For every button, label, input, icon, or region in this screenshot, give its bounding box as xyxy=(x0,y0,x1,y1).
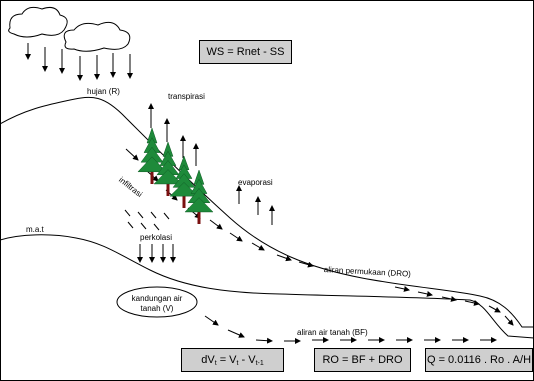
runoff-formula: RO = BF + DRO xyxy=(322,354,403,366)
pine-tree-icon xyxy=(137,127,167,184)
evaporation-arrows xyxy=(236,185,275,225)
transpiration-arrows xyxy=(148,103,199,166)
pine-tree-icon xyxy=(169,155,199,208)
transpiration-label: transpirasi xyxy=(168,92,205,101)
surface-flow-arrows xyxy=(276,254,514,326)
water-table-label: m.a.t xyxy=(26,225,44,234)
percolation-label: perkolasi xyxy=(140,233,173,242)
discharge-formula: Q = 0.0116 . Ro . A/H xyxy=(426,354,532,366)
groundwater-storage-ellipse xyxy=(116,286,198,318)
rain-label: hujan (R) xyxy=(87,87,120,96)
rain-arrows xyxy=(25,43,133,81)
pine-tree-icon xyxy=(184,169,214,224)
cloud-icon xyxy=(8,6,68,38)
cloud-icon-2 xyxy=(63,21,131,52)
evaporation-label: evaporasi xyxy=(238,178,273,187)
water-surplus-formula: WS = Rnet - SS xyxy=(206,46,285,58)
discharge-box: Q = 0.0116 . Ro . A/H xyxy=(425,348,533,372)
water-table-line xyxy=(0,234,534,339)
pine-tree-icon xyxy=(153,141,183,196)
groundwater-flow-label: aliran air tanah (BF) xyxy=(297,328,368,337)
groundwater-flow-arrows xyxy=(204,315,497,344)
percolation-dashes xyxy=(124,209,170,231)
water-surplus-box: WS = Rnet - SS xyxy=(199,40,292,64)
runoff-box: RO = BF + DRO xyxy=(314,348,411,372)
ground-surface xyxy=(0,96,534,328)
storage-change-formula: dVt = Vt - Vt-1 xyxy=(201,353,264,367)
percolation-arrows xyxy=(137,244,176,263)
tree-group xyxy=(137,127,214,224)
storage-change-box: dVt = Vt - Vt-1 xyxy=(181,348,284,372)
groundwater-storage-label: kandungan air tanah (V) xyxy=(131,294,183,313)
